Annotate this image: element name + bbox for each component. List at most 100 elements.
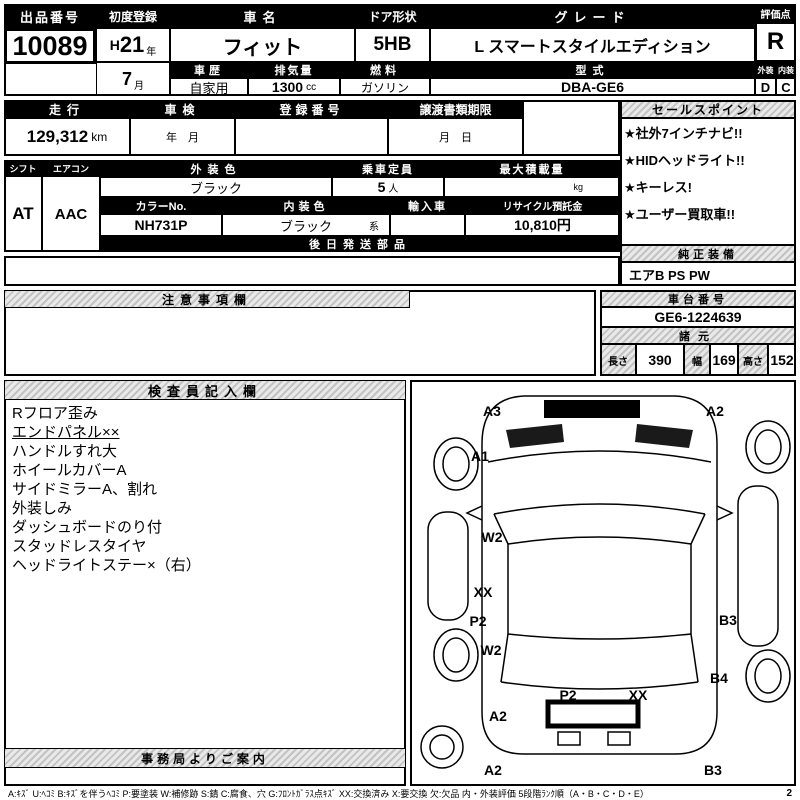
rear-lamp-right (607, 731, 631, 746)
registration-number-value (235, 118, 388, 156)
score-label: 評価点 (755, 4, 796, 22)
aircon-value: AAC (42, 176, 100, 252)
damage-mark: A1 (471, 448, 489, 464)
score-value: R (755, 22, 796, 62)
recycle-deposit-value: 10,810円 (465, 214, 620, 236)
reg-year: 21 (119, 32, 145, 57)
first-registration-year: H 21 年 (96, 28, 170, 62)
hatch-line (500, 681, 699, 690)
lot-number: 10089 (4, 28, 96, 64)
transfer-deadline-label: 譲渡書類期限 (388, 100, 523, 118)
chassis-number: GE6-1224639 (600, 307, 796, 327)
width-value: 169 (710, 344, 738, 376)
interior-color-name: ブラック (279, 218, 332, 234)
exterior-grade: D (755, 78, 776, 96)
sales-points-label: セールスポイント (620, 100, 796, 118)
damage-mark: A2 (706, 403, 724, 419)
first-registration-label: 初度登録 (96, 4, 170, 28)
damage-mark: W2 (481, 529, 503, 545)
inspector-note: エンドパネル×× (12, 424, 120, 441)
damage-mark: A2 (484, 762, 502, 778)
mileage-unit: km (91, 130, 108, 144)
model-code-label: 型式 (430, 62, 755, 78)
registration-number-label: 登録番号 (235, 100, 388, 118)
empty-cell (523, 100, 620, 156)
door-shape: 5HB (355, 28, 430, 62)
left-rocker-panel (427, 511, 469, 621)
inspector-note: ダッシュボードのり付 (12, 519, 163, 536)
inspector-note: サイドミラーA、割れ (12, 481, 158, 498)
mileage-label: 走行 (4, 100, 130, 118)
empty-row-box (4, 256, 620, 286)
max-load-label: 最大積載量 (444, 160, 620, 177)
damage-mark: A2 (489, 708, 507, 724)
exterior-grade-label: 外装 (755, 62, 776, 78)
grade-label: グレード (430, 4, 755, 28)
later-parts-label: 後日発送部品 (100, 236, 620, 252)
inspection-label: 車検 (130, 100, 235, 118)
equipment-label: 純正装備 (620, 245, 796, 262)
car-body-outline (481, 395, 718, 755)
right-rocker-panel (737, 485, 779, 647)
inspector-note: スタッドレスタイヤ (12, 538, 147, 555)
exterior-color-value: ブラック (100, 177, 332, 197)
mileage-number: 129,312 (26, 127, 89, 146)
rear-left-tire (433, 628, 479, 682)
recycle-deposit-label: リサイクル預託金 (465, 197, 620, 214)
interior-color-label: 内装色 (222, 197, 390, 214)
damage-mark: A3 (483, 403, 501, 419)
model-code: DBA-GE6 (430, 78, 755, 96)
sales-point: ★社外7インチナビ!! (624, 126, 743, 141)
door-shape-label: ドア形状 (355, 4, 430, 28)
sales-point: ★キーレス! (624, 180, 692, 195)
front-right-tire (745, 420, 791, 474)
page-number: 2 (786, 787, 792, 799)
interior-grade-label: 内装 (776, 62, 796, 78)
dimensions-label: 諸元 (600, 327, 796, 344)
rear-right-tire (745, 649, 791, 703)
height-value: 152 (768, 344, 796, 376)
front-left-tire (433, 437, 479, 491)
aircon-label: エアコン (42, 160, 100, 176)
height-label: 高さ (738, 344, 768, 376)
max-load-value: kg (444, 177, 620, 197)
car-diagram-svg (420, 395, 791, 769)
capacity-unit: 人 (388, 183, 399, 195)
import-label: 輸入車 (390, 197, 465, 214)
sales-point: ★ユーザー買取車!! (624, 207, 736, 222)
left-mirror (465, 505, 483, 521)
hood-line (487, 450, 712, 463)
inspector-note: 外装しみ (12, 500, 73, 517)
shift-label: シフト (4, 160, 42, 176)
interior-color-suffix: 系 (369, 221, 379, 233)
capacity-label: 乗車定員 (332, 160, 444, 177)
spare-tire (420, 725, 464, 769)
car-name-label: 車名 (170, 4, 355, 28)
legend-text: A:ｷｽﾞ U:ﾍｺﾐ B:ｷｽﾞを伴うﾍｺﾐ P:要塗装 W:補修跡 S:錆 … (8, 788, 649, 799)
fuel-value: ガソリン (340, 78, 430, 96)
right-mirror (716, 505, 734, 521)
displacement-label: 排気量 (248, 62, 340, 78)
history-value: 自家用 (170, 78, 248, 96)
roof-front-line (507, 536, 692, 545)
rear-window-top (507, 633, 692, 640)
sales-points: ★社外7インチナビ!!★HIDヘッドライト!!★キーレス!★ユーザー買取車!! (620, 118, 796, 245)
damage-mark: B4 (710, 670, 728, 686)
exterior-color-label: 外装色 (100, 160, 332, 177)
office-info-label: 事務局よりご案内 (4, 748, 406, 768)
history-label: 車歴 (170, 62, 248, 78)
color-number-value: NH731P (100, 214, 222, 236)
car-name: フィット (170, 28, 355, 62)
inspector-note: ホイールカバーA (12, 462, 127, 479)
chassis-number-label: 車台番号 (600, 290, 796, 307)
interior-color-value: ブラック 系 (222, 214, 390, 236)
interior-grade: C (776, 78, 796, 96)
mileage-value: 129,312 km (4, 118, 130, 156)
damage-mark: P2 (559, 687, 577, 703)
inspection-value: 年 月 (130, 118, 235, 156)
displacement-value: 1300 cc (248, 78, 340, 96)
color-number-label: カラーNo. (100, 197, 222, 214)
damage-mark: XX (473, 584, 493, 600)
